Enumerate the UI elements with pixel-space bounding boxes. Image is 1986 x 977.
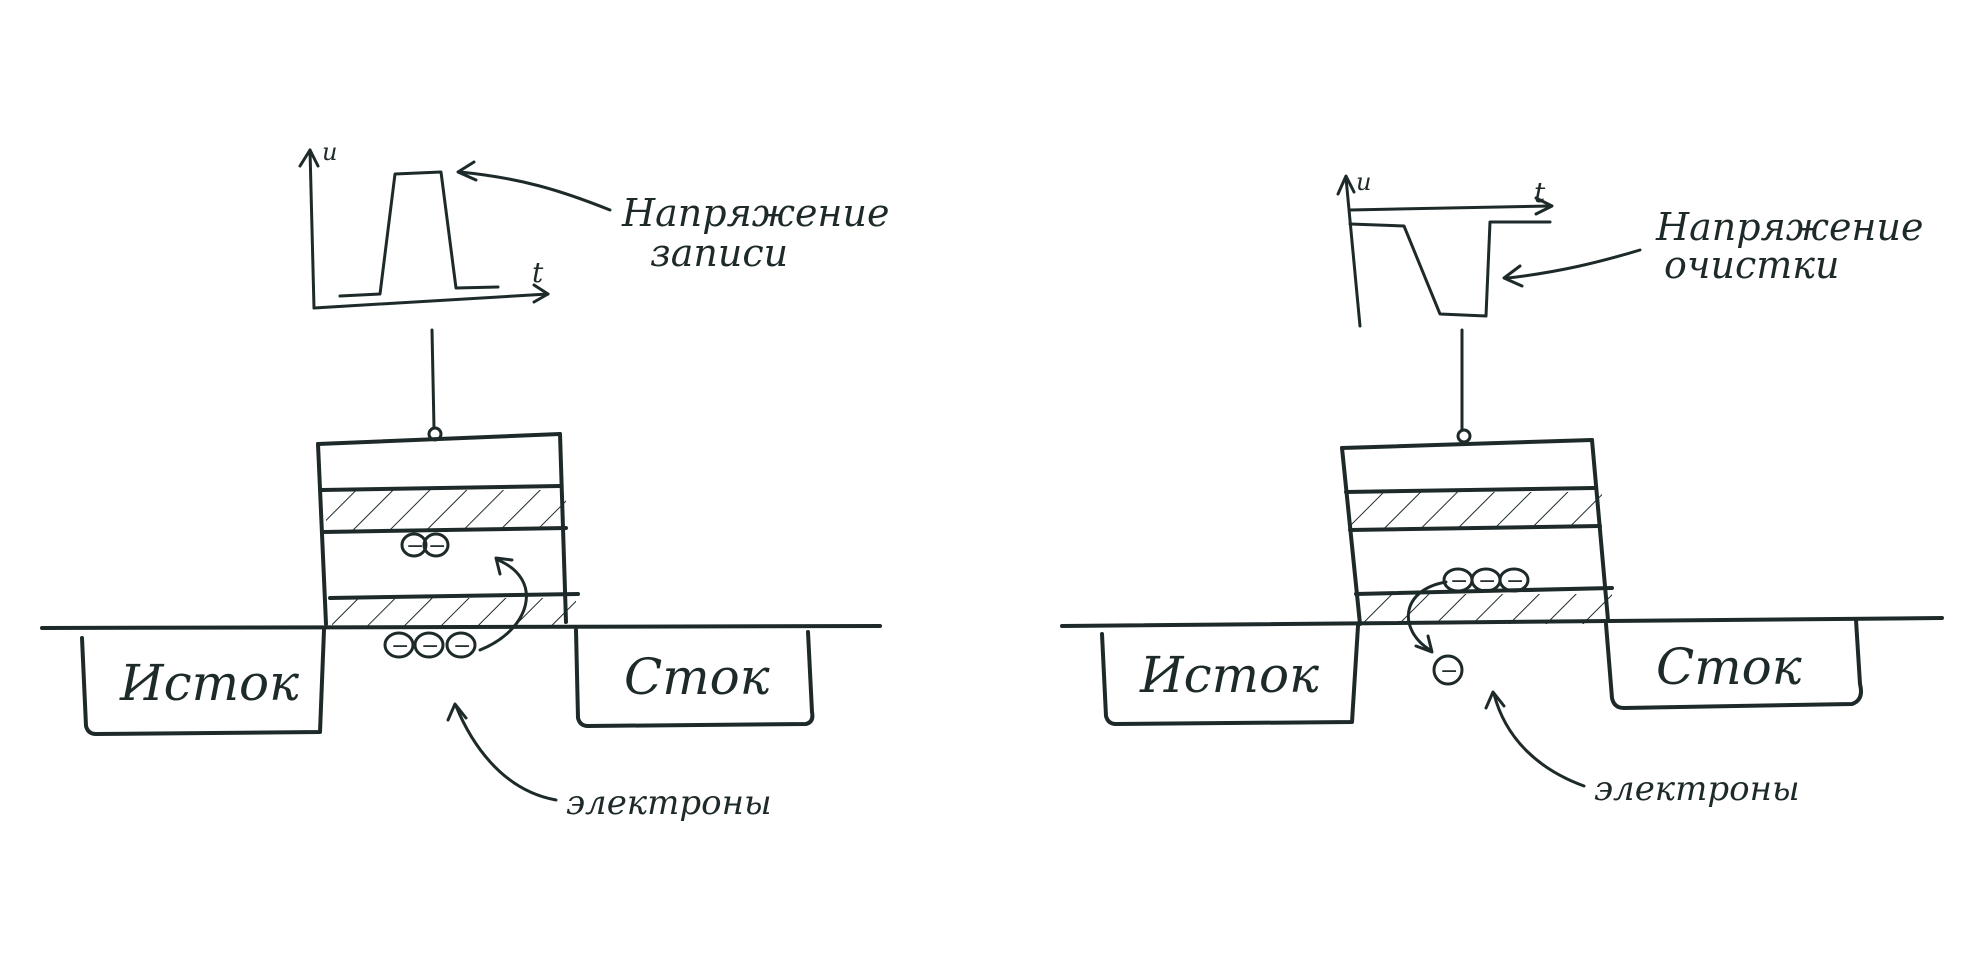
control-gate-bottom <box>320 484 562 492</box>
erase-pulse-curve <box>1348 220 1552 318</box>
drain-region <box>574 628 815 728</box>
electron-sign: − <box>453 634 471 659</box>
electron <box>445 631 477 659</box>
tunneling-electron <box>1432 654 1464 686</box>
electron-sign: − <box>1440 659 1458 684</box>
graph-y-arrow-icon <box>298 148 320 168</box>
erase-voltage-label-line1: Напряжение <box>1655 205 1923 249</box>
electron-sign: − <box>1450 569 1468 594</box>
tunnel-oxide-hatch <box>1362 594 1612 624</box>
electron <box>383 631 415 659</box>
gate-stack-left-wall <box>316 442 328 626</box>
graph-t-label: t <box>1534 176 1546 209</box>
erase-gate-stack <box>1340 438 1614 626</box>
tunnel-oxide-hatch <box>332 598 576 628</box>
electrons-pointer-arrow-icon <box>446 702 468 722</box>
graph-x-arrow-icon <box>532 283 550 304</box>
graph-x-axis <box>1348 204 1552 212</box>
erase-panel: u t Напряжение очистки Исток Сток <box>1060 168 1944 809</box>
top-oxide-hatch <box>326 490 566 530</box>
electrons-pointer-arrow <box>1492 692 1586 788</box>
graph-u-label: u <box>1356 168 1371 196</box>
electron-sign: − <box>1478 569 1496 594</box>
source-region <box>1100 624 1360 726</box>
write-voltage-pointer-arrow-icon <box>456 160 478 182</box>
electron-sign: − <box>421 634 439 659</box>
write-gate-stack <box>316 432 580 628</box>
top-oxide-hatch <box>1350 492 1602 528</box>
gate-lead-wire <box>430 328 436 430</box>
electron <box>422 532 450 558</box>
electrons-label: электроны <box>566 783 772 823</box>
electron-sign: − <box>406 534 424 559</box>
floating-gate-electrons: − − − <box>1442 567 1530 594</box>
electrons-pointer-arrow-icon <box>1484 690 1506 710</box>
floating-gate-top <box>1348 524 1602 532</box>
floating-gate-bottom <box>328 592 580 600</box>
electrons-label: электроны <box>1594 769 1800 809</box>
write-pulse-curve <box>338 170 500 298</box>
control-gate-top <box>316 432 562 446</box>
gate-terminal <box>1456 428 1472 444</box>
drain-label: Сток <box>1656 638 1802 696</box>
electron-injection-arrow-icon <box>494 556 514 576</box>
electron-discharge-arrow <box>1406 580 1448 652</box>
write-panel: u t Напряжение записи Исток Сток <box>40 138 889 823</box>
erase-voltage-graph: u t <box>1336 168 1554 328</box>
graph-x-arrow-icon <box>1534 196 1554 216</box>
graph-y-axis <box>308 148 316 310</box>
drain-region <box>1604 618 1863 710</box>
source-region <box>80 628 326 736</box>
erase-voltage-label-line2: очистки <box>1664 243 1839 287</box>
electron-discharge-arrow-icon <box>1414 634 1434 654</box>
substrate-surface <box>1060 616 1944 628</box>
electron-sign: − <box>391 634 409 659</box>
control-gate-bottom <box>1344 486 1596 494</box>
graph-u-label: u <box>322 138 337 166</box>
graph-y-axis <box>1344 176 1362 328</box>
electrons-pointer-arrow <box>454 704 558 802</box>
gate-stack-right-wall <box>1590 438 1610 622</box>
write-voltage-label-line1: Напряжение <box>621 191 889 235</box>
channel-electrons: − − − <box>383 631 477 659</box>
drain-label: Сток <box>624 648 770 706</box>
trapped-electrons: − − <box>400 532 450 559</box>
graph-t-label: t <box>532 256 544 289</box>
source-label: Исток <box>1139 646 1319 704</box>
electron-sign: − <box>1506 569 1524 594</box>
electron-injection-arrow <box>478 558 528 652</box>
floating-gate-top <box>322 526 568 534</box>
write-voltage-label-line2: записи <box>650 231 788 275</box>
source-label: Исток <box>119 654 299 712</box>
write-voltage-pointer-arrow <box>458 170 612 212</box>
gate-stack-left-wall <box>1340 446 1362 626</box>
write-voltage-graph: u t <box>298 138 550 310</box>
graph-x-axis <box>312 292 550 310</box>
electron-sign: − <box>428 534 446 559</box>
electron <box>1498 567 1530 593</box>
electron <box>413 631 445 659</box>
substrate-surface <box>40 624 882 630</box>
erase-voltage-pointer-arrow <box>1506 248 1642 280</box>
control-gate-top <box>1340 438 1594 450</box>
graph-y-arrow-icon <box>1336 174 1356 196</box>
electron <box>400 532 428 558</box>
erase-voltage-pointer-arrow-icon <box>1502 264 1524 288</box>
